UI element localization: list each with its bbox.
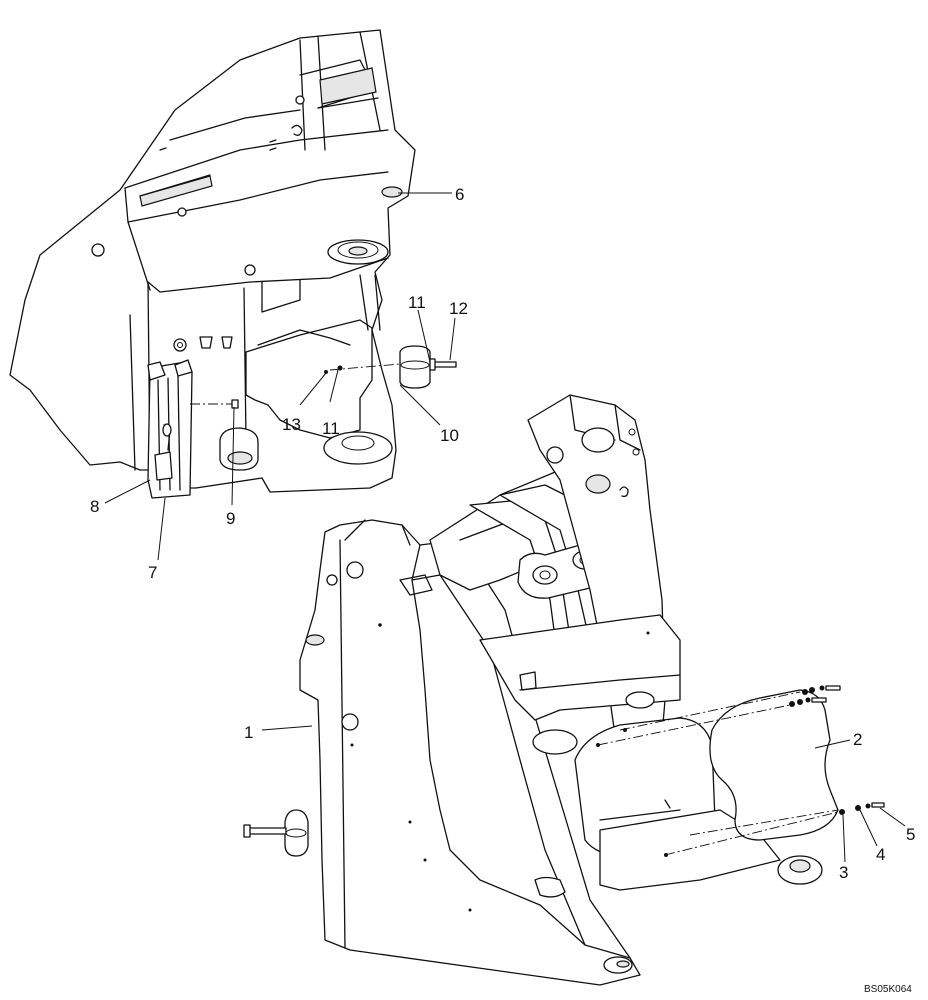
callout-8: 8: [90, 497, 99, 516]
drawing-code: BS05K064: [864, 984, 912, 995]
callout-10: 10: [440, 426, 459, 445]
leader-lines: [104, 192, 906, 863]
callout-7: 7: [148, 563, 157, 582]
callout-labels: 1 2 3 4 5 6 7 8 9 10 11 11 12 13: [90, 185, 915, 882]
callout-6: 6: [455, 185, 464, 204]
front-loader-frame: [243, 394, 885, 986]
rear-frame-assembly: [9, 29, 457, 499]
callout-12: 12: [449, 299, 468, 318]
callout-9: 9: [226, 509, 235, 528]
callout-11-upper: 11: [408, 293, 426, 312]
callout-3: 3: [839, 863, 848, 882]
callout-4: 4: [876, 845, 885, 864]
callout-13: 13: [282, 415, 301, 434]
callout-5: 5: [906, 825, 915, 844]
callout-1: 1: [244, 723, 253, 742]
callout-11-lower: 11: [322, 419, 340, 438]
callout-2: 2: [853, 730, 862, 749]
